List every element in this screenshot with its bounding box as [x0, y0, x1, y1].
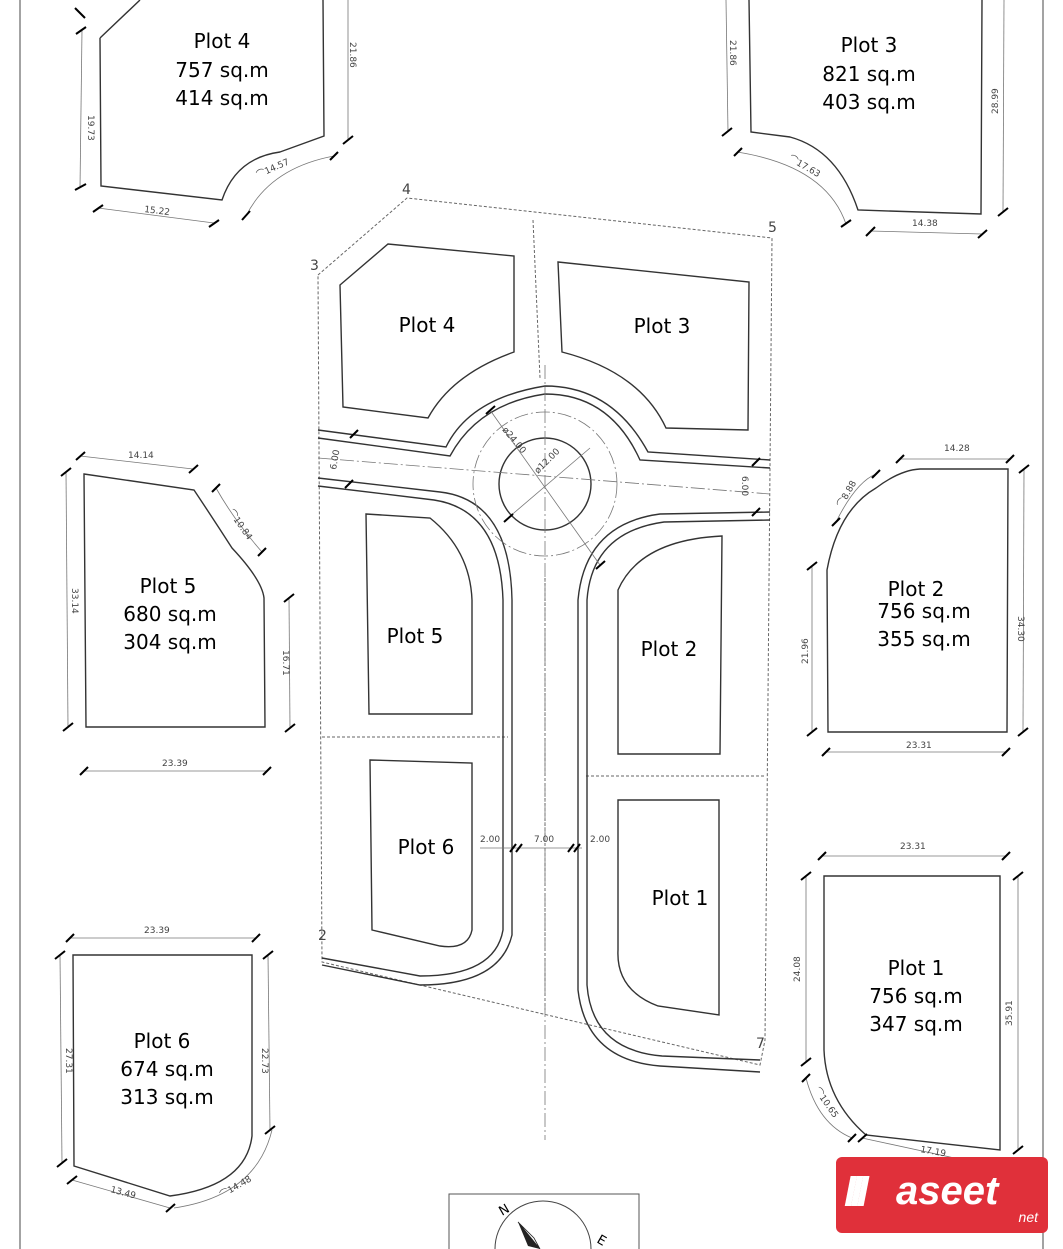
plot-3-detail: 21.86 28.99 14.38 ⌒17.63 Plot 3 821 sq.m… [721, 0, 1009, 239]
plot-3-dim-left: 21.86 [727, 40, 737, 66]
road-width-right: 6.00 [739, 476, 749, 496]
plot-5-detail: 14.14 33.14 16.71 23.39 ⌒10.84 Plot 5 68… [60, 451, 296, 776]
plot-6-detail-area-total: 674 sq.m [120, 1057, 214, 1081]
plot-2-detail-area-total: 756 sq.m [877, 599, 971, 623]
site-plot-1-label: Plot 1 [652, 886, 709, 910]
site-plot-5-outline [365, 513, 473, 715]
site-plan: 6.00 6.00 ø12.00 ø24.00 2.00 7.00 2.00 4… [310, 182, 777, 1140]
plot-4-detail-area-second: 414 sq.m [175, 86, 269, 110]
plot-5-dim-left: 33.14 [69, 588, 79, 614]
sidewalk-left-width: 2.00 [480, 835, 500, 845]
plot-2-detail-area-second: 355 sq.m [877, 627, 971, 651]
plot-3-detail-area-second: 403 sq.m [822, 90, 916, 114]
plot-1-detail: 24.08 23.31 35.91 17.19 ⌒10.65 Plot 1 75… [793, 842, 1024, 1172]
corner-number-2: 2 [318, 928, 327, 944]
site-plot-6-label: Plot 6 [398, 835, 455, 859]
plot-4-dim-right: 21.86 [347, 42, 357, 68]
watermark-mark-icon: III [844, 1167, 869, 1216]
plot-3-detail-name: Plot 3 [841, 33, 898, 57]
site-boundary [317, 197, 773, 1066]
plot-2-dim-bottom: 23.31 [906, 741, 932, 751]
compass-east: E [594, 1232, 609, 1249]
corner-number-3: 3 [310, 258, 319, 274]
plot-2-dim-right: 34.30 [1015, 616, 1025, 642]
sidewalk-right-width: 2.00 [590, 835, 610, 845]
site-plot-6-outline [369, 759, 473, 948]
plot-6-detail: 23.39 27.31 22.73 13.49 ⌒14.48 Plot 6 67… [54, 926, 276, 1213]
compass: N E [448, 1193, 640, 1249]
plot-1-detail-area-total: 756 sq.m [869, 984, 963, 1008]
plot-4-dim-bottom: 15.22 [144, 205, 171, 218]
plot-3-dim-bottom: 14.38 [912, 219, 938, 229]
carriageway-width: 7.00 [534, 835, 554, 845]
site-plot-4-outline [339, 243, 515, 419]
plot-2-dim-top: 14.28 [944, 444, 970, 454]
plot-6-dim-top: 23.39 [144, 926, 170, 936]
plot-1-dim-bottom: 17.19 [919, 1145, 946, 1159]
watermark-suffix: net [1018, 1209, 1038, 1225]
plot-2-detail: 14.28 34.30 21.96 23.31 ⌒8.88 Plot 2 756… [801, 444, 1030, 757]
plot-3-detail-area-total: 821 sq.m [822, 62, 916, 86]
plot-5-detail-name: Plot 5 [140, 574, 197, 598]
corner-number-4: 4 [402, 182, 411, 198]
plot-5-detail-area-second: 304 sq.m [123, 630, 217, 654]
plot-1-dim-top: 23.31 [900, 842, 926, 852]
compass-ring [494, 1200, 592, 1249]
plot-6-detail-name: Plot 6 [134, 1029, 191, 1053]
plot-1-dim-right: 35.91 [1005, 1000, 1015, 1026]
plot-5-dim-right: 16.71 [280, 650, 290, 676]
compass-north: N [497, 1202, 513, 1220]
plot-4-detail: 19.73 21.86 15.22 ⌒14.57 Plot 4 757 sq.m… [74, 0, 357, 228]
site-plot-1-outline [617, 799, 720, 1016]
watermark-logo: III aseet net [836, 1157, 1048, 1233]
plot-1-dim-left: 24.08 [793, 956, 803, 982]
site-plot-5-label: Plot 5 [387, 624, 444, 648]
site-plot-4-label: Plot 4 [399, 313, 456, 337]
plot-5-dim-arc: ⌒10.84 [226, 507, 255, 542]
road-width-left: 6.00 [329, 449, 342, 471]
plot-2-dim-left: 21.96 [801, 638, 811, 664]
plot-3-dim-arc: ⌒17.63 [787, 153, 823, 180]
plot-4-dim-arc: ⌒14.57 [255, 157, 291, 181]
watermark-text: aseet [896, 1169, 999, 1213]
roundabout-inner-diameter: ø12.00 [533, 447, 562, 476]
plot-5-dim-bottom: 23.39 [162, 759, 188, 769]
plot-1-detail-name: Plot 1 [888, 956, 945, 980]
plot-6-dim-right: 22.73 [259, 1048, 269, 1074]
plot-6-dim-arc: ⌒14.48 [218, 1174, 254, 1201]
plot-6-detail-area-second: 313 sq.m [120, 1085, 214, 1109]
corner-number-7: 7 [756, 1036, 765, 1052]
roundabout-outer-diameter: ø24.00 [500, 426, 528, 457]
site-plot-2-label: Plot 2 [641, 637, 698, 661]
plot-4-detail-name: Plot 4 [194, 29, 251, 53]
plot-3-dim-right: 28.99 [991, 88, 1001, 114]
site-plot-3-outline [557, 261, 750, 431]
corner-number-5: 5 [768, 220, 777, 236]
site-plot-3-label: Plot 3 [634, 314, 691, 338]
plot-6-dim-bottom: 13.49 [109, 1185, 137, 1201]
plot-4-dim-left: 19.73 [85, 115, 95, 141]
plot-5-detail-area-total: 680 sq.m [123, 602, 217, 626]
plot-4-detail-area-total: 757 sq.m [175, 58, 269, 82]
plot-2-detail-name: Plot 2 [888, 577, 945, 601]
plot-1-dim-arc: ⌒10.65 [812, 1085, 841, 1120]
site-plot-2-outline [617, 535, 723, 755]
plot-6-dim-left: 27.31 [63, 1048, 73, 1074]
plot-5-dim-top: 14.14 [128, 451, 154, 461]
plot-1-detail-area-second: 347 sq.m [869, 1012, 963, 1036]
